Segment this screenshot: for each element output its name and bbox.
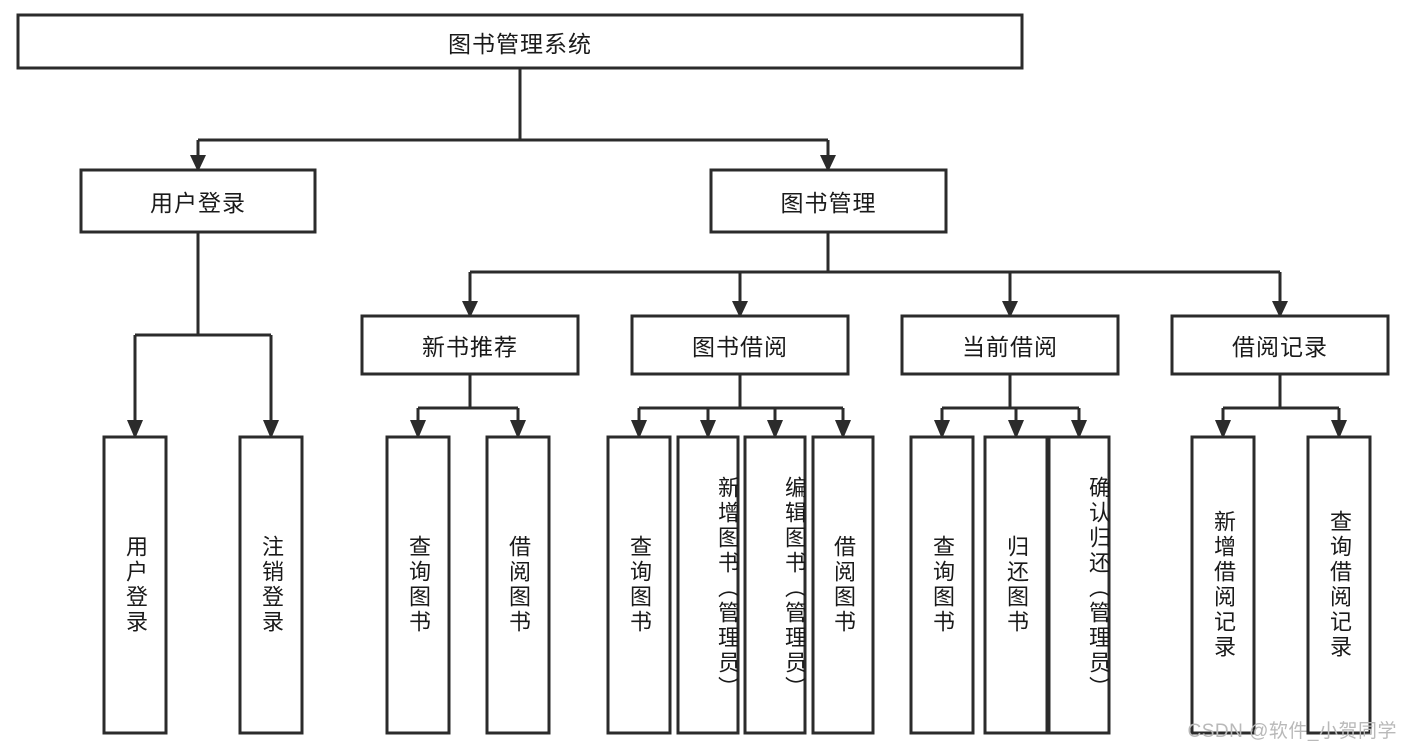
arrowhead-to-leaf-edit-book (767, 420, 783, 439)
node-label-new-book-recommend: 新书推荐 (422, 334, 518, 360)
node-label-leaf-user-login: 用户登录 (123, 535, 148, 635)
node-label-book-management: 图书管理 (780, 190, 877, 216)
node-label-leaf-add-record: 新增借阅记录 (1211, 510, 1236, 660)
node-label-leaf-query-book-current: 查询图书 (930, 535, 955, 635)
arrowhead-to-recommend (462, 301, 478, 318)
node-box-new-book-recommend[interactable] (360, 314, 580, 376)
node-box-leaf-user-logout[interactable] (238, 435, 304, 735)
arrowhead-to-leaf-confirm-return (1071, 420, 1087, 439)
node-box-leaf-add-record[interactable] (1190, 435, 1256, 735)
node-box-user-login[interactable] (79, 168, 317, 234)
arrowhead-to-leaf-add-book (700, 420, 716, 439)
node-box-leaf-confirm-return[interactable] (1047, 435, 1111, 735)
node-label-leaf-confirm-return: 确认归还（管理员） (1086, 475, 1109, 701)
node-label-root: 图书管理系统 (448, 30, 592, 57)
node-box-leaf-return-book[interactable] (983, 435, 1049, 735)
arrowhead-to-book-management (820, 155, 836, 172)
node-box-borrow-record[interactable] (1170, 314, 1390, 376)
node-box-leaf-query-book-current[interactable] (909, 435, 975, 735)
arrowhead-to-leaf-query-book-current (934, 420, 950, 439)
node-label-leaf-query-record: 查询借阅记录 (1327, 510, 1352, 660)
arrowhead-to-leaf-query-book-borrow (631, 420, 647, 439)
arrowhead-to-leaf-query-record (1331, 420, 1347, 439)
node-label-leaf-query-book-borrow: 查询图书 (627, 535, 652, 635)
node-box-book-management[interactable] (709, 168, 948, 234)
node-box-leaf-query-book-borrow[interactable] (606, 435, 672, 735)
arrowhead-to-leaf-borrow-book-rec (510, 420, 526, 439)
arrowhead-to-borrow (732, 301, 748, 318)
node-box-leaf-edit-book[interactable] (743, 435, 807, 735)
node-box-leaf-query-book-rec[interactable] (385, 435, 451, 735)
arrowhead-to-leaf-user-login (127, 420, 143, 439)
node-label-leaf-borrow-book-rec: 借阅图书 (506, 535, 531, 635)
arrowhead-to-leaf-borrow-book (835, 420, 851, 439)
arrowhead-to-leaf-query-book-rec (410, 420, 426, 439)
node-box-leaf-add-book[interactable] (676, 435, 740, 735)
node-label-leaf-query-book-rec: 查询图书 (406, 535, 431, 635)
node-box-leaf-user-login[interactable] (102, 435, 168, 735)
node-label-user-login: 用户登录 (150, 190, 246, 216)
arrowhead-to-current (1002, 301, 1018, 318)
arrowhead-to-leaf-add-record (1215, 420, 1231, 439)
node-box-leaf-query-record[interactable] (1306, 435, 1372, 735)
node-label-leaf-user-logout: 注销登录 (259, 535, 284, 635)
node-label-leaf-edit-book: 编辑图书（管理员） (782, 475, 805, 701)
node-label-book-borrow: 图书借阅 (692, 334, 788, 360)
arrowhead-to-leaf-user-logout (263, 420, 279, 439)
node-box-current-borrow[interactable] (900, 314, 1120, 376)
node-box-book-borrow[interactable] (630, 314, 850, 376)
node-box-root[interactable] (16, 13, 1024, 70)
node-label-leaf-add-book: 新增图书（管理员） (715, 475, 738, 701)
node-label-borrow-record: 借阅记录 (1232, 334, 1328, 360)
node-label-leaf-return-book: 归还图书 (1004, 535, 1029, 635)
arrowhead-to-user-login (190, 155, 206, 172)
node-box-leaf-borrow-book-rec[interactable] (485, 435, 551, 735)
arrowhead-to-leaf-return-book (1008, 420, 1024, 439)
node-box-leaf-borrow-book[interactable] (811, 435, 875, 735)
node-box-layer (16, 13, 1390, 735)
node-label-leaf-borrow-book: 借阅图书 (831, 535, 856, 635)
node-label-current-borrow: 当前借阅 (962, 334, 1058, 360)
connector-layer (127, 68, 1347, 439)
csdn-watermark: CSDN @软件_小贺同学 (1187, 721, 1397, 742)
arrowhead-to-record (1272, 301, 1288, 318)
